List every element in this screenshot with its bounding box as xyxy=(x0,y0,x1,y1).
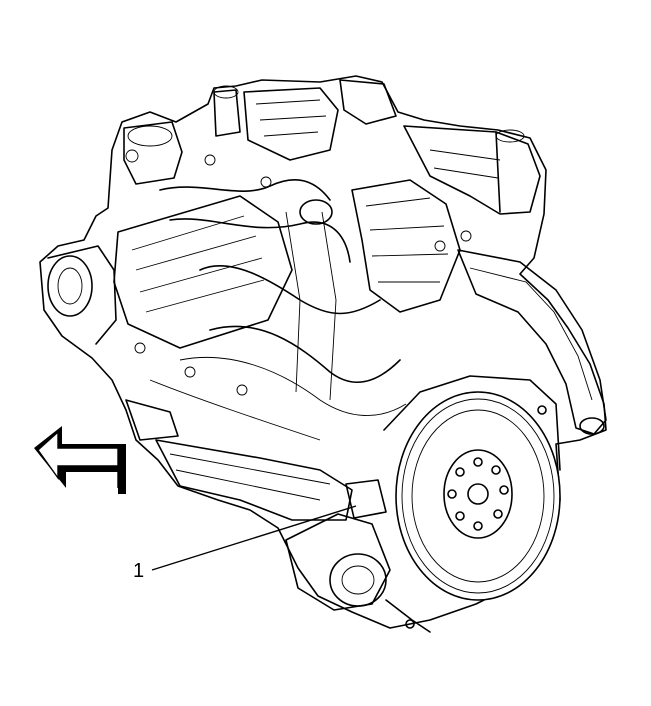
callout-leader-1 xyxy=(151,505,357,571)
arrow-left-icon xyxy=(34,426,126,494)
flywheel xyxy=(395,391,561,601)
engine-assembly xyxy=(39,75,607,633)
callout-label-1: 1 xyxy=(133,560,145,582)
